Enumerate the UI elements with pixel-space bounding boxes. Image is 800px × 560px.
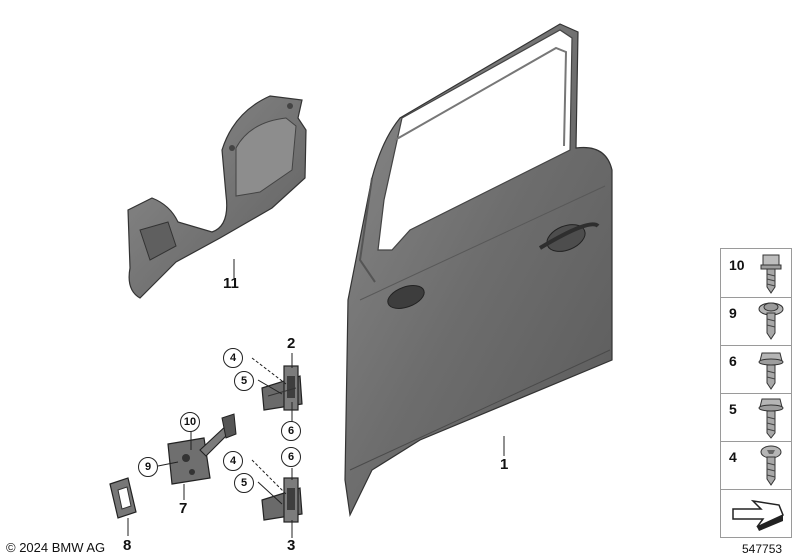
legend-label: 9	[729, 305, 737, 321]
callout-3: 3	[287, 537, 296, 554]
fastener-legend: 10 9 6	[720, 248, 792, 538]
callout-5-lower: 5	[234, 473, 254, 493]
seal-pad	[109, 477, 137, 519]
callout-5-upper: 5	[234, 371, 254, 391]
callout-6-lower: 6	[281, 447, 301, 467]
callout-9: 9	[138, 457, 158, 477]
legend-footer-cell	[721, 489, 791, 537]
callout-6-upper: 6	[281, 421, 301, 441]
parts-set-arrow-icon	[732, 499, 784, 531]
lower-hinge	[261, 477, 303, 523]
copyright-text: © 2024 BMW AG	[6, 540, 106, 555]
legend-item-4[interactable]: 4	[721, 441, 791, 490]
legend-item-6[interactable]: 6	[721, 345, 791, 394]
door-shell	[344, 23, 613, 518]
callout-1: 1	[500, 456, 509, 473]
torx-washer-screw-icon	[758, 302, 784, 340]
callout-4-lower: 4	[223, 451, 243, 471]
hex-flange-bolt-icon	[758, 352, 784, 390]
legend-item-9[interactable]: 9	[721, 297, 791, 346]
legend-label: 6	[729, 353, 737, 369]
collar-screw-icon	[760, 254, 782, 294]
callout-11: 11	[223, 275, 239, 292]
hex-flange-bolt-icon	[758, 398, 784, 439]
upper-hinge	[261, 365, 303, 411]
callout-2: 2	[287, 335, 296, 352]
legend-label: 4	[729, 449, 737, 465]
callout-4-upper: 4	[223, 348, 243, 368]
legend-label: 5	[729, 401, 737, 417]
legend-item-5[interactable]: 5	[721, 393, 791, 442]
legend-item-10[interactable]: 10	[721, 249, 791, 298]
callout-8: 8	[123, 537, 132, 554]
callout-7: 7	[179, 500, 188, 517]
legend-label: 10	[729, 257, 745, 273]
sound-insulation	[127, 95, 307, 299]
torx-bolt-icon	[760, 445, 782, 486]
door-check-link	[167, 413, 237, 485]
callout-10: 10	[180, 412, 200, 432]
diagram-number: 547753	[742, 542, 783, 556]
